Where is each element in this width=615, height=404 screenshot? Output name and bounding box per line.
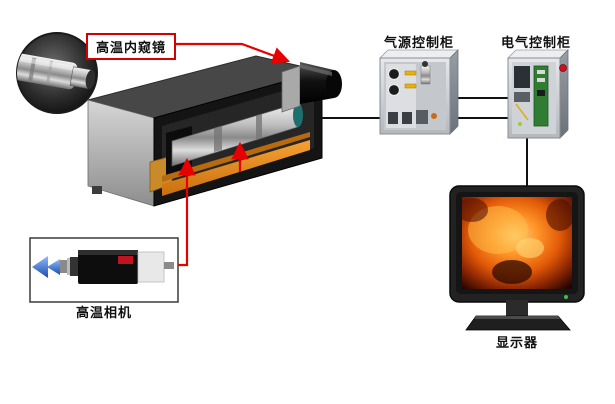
pcb-chip bbox=[537, 78, 545, 82]
pcb-chip bbox=[537, 70, 545, 74]
regulator-knob bbox=[422, 61, 428, 67]
monitor-base-highlight bbox=[474, 316, 560, 319]
valve-handle-icon bbox=[404, 83, 417, 89]
pressure-gauge-icon bbox=[387, 67, 401, 81]
air-cabinet-label: 气源控制柜 bbox=[383, 36, 454, 51]
monitor-neck bbox=[506, 300, 528, 316]
air-regulator bbox=[420, 65, 431, 85]
guide-rail bbox=[162, 140, 310, 196]
electric-cabinet-label: 电气控制柜 bbox=[500, 36, 571, 51]
air-indicator bbox=[431, 113, 437, 119]
unit-foot bbox=[92, 186, 102, 194]
camera-lens-ring bbox=[70, 257, 78, 276]
pressure-gauge-icon bbox=[387, 83, 401, 97]
camera-inset bbox=[29, 237, 179, 303]
lens-barrel-end bbox=[326, 70, 342, 98]
camera-body bbox=[78, 250, 138, 284]
endoscope-inset bbox=[16, 32, 98, 114]
cylinder-ring bbox=[214, 126, 222, 152]
camera-lens-tip bbox=[60, 260, 70, 273]
air-component bbox=[388, 112, 398, 124]
camera-body-highlight bbox=[78, 250, 138, 255]
cylinder-ring bbox=[256, 114, 262, 140]
camera-label: 高温相机 bbox=[75, 306, 132, 321]
air-component bbox=[416, 110, 428, 124]
camera-lens-ring bbox=[67, 258, 70, 275]
red-arrow-endoscope bbox=[176, 42, 291, 64]
air-cabinet bbox=[379, 49, 459, 135]
electric-cabinet bbox=[507, 49, 569, 139]
red-leaders bbox=[176, 42, 291, 267]
power-led-icon bbox=[564, 295, 568, 299]
air-component bbox=[402, 112, 412, 124]
lens-barrel-highlight bbox=[300, 64, 332, 76]
monitor bbox=[449, 185, 585, 331]
pcb-chip bbox=[537, 90, 545, 96]
monitor-label: 显示器 bbox=[495, 336, 538, 351]
indicator-led bbox=[518, 122, 522, 126]
camera-rear-block bbox=[137, 251, 165, 283]
camera-connector bbox=[164, 262, 174, 269]
lens-flange bbox=[281, 65, 301, 113]
furnace-image bbox=[462, 198, 572, 284]
emergency-button-icon bbox=[559, 64, 567, 72]
endoscope-tube bbox=[17, 53, 96, 90]
main-unit bbox=[86, 55, 342, 207]
air-cabinet-side bbox=[449, 49, 459, 135]
blue-arrow-icon bbox=[32, 256, 48, 278]
blue-arrow-icon bbox=[47, 259, 60, 275]
lens-barrel bbox=[281, 62, 342, 113]
red-arrow-camera bbox=[178, 157, 196, 267]
camera-logo-badge bbox=[118, 256, 133, 264]
electric-cabinet-side bbox=[559, 49, 569, 139]
valve-handle-icon bbox=[404, 70, 417, 76]
electric-component bbox=[514, 92, 530, 102]
endoscope-label: 高温内窥镜 bbox=[86, 33, 177, 60]
cylinder-end-cap bbox=[293, 103, 303, 127]
wire bbox=[515, 103, 529, 121]
electric-component bbox=[514, 66, 530, 88]
